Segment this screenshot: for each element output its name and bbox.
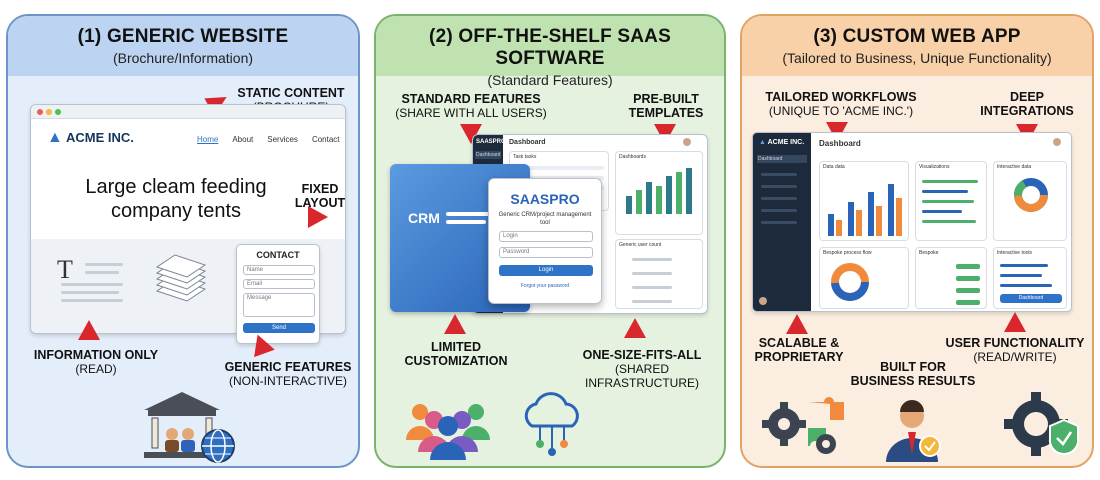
panel-subtitle: (Standard Features)	[487, 72, 613, 88]
label-standard-features: STANDARD FEATURES (SHARE WITH ALL USERS)	[395, 92, 547, 120]
interactive-tools-card: Interactive tools Dashboard	[993, 247, 1067, 309]
panel-title: (1) GENERIC WEBSITE	[77, 26, 289, 47]
login-username-field[interactable]: Login	[499, 231, 593, 242]
browser-bar	[31, 105, 345, 119]
data-card: Data data	[819, 161, 909, 241]
bar-chart-icon	[626, 168, 692, 214]
name-field[interactable]: Name	[243, 265, 315, 275]
login-title: SAASPRO	[510, 191, 580, 207]
arrow-one-size	[624, 318, 646, 338]
label-information-only: INFORMATION ONLY (READ)	[33, 348, 159, 376]
label-deep-integrations: DEEP INTEGRATIONS	[980, 90, 1074, 118]
login-modal: SAASPRO Generic CRM/project management t…	[488, 178, 602, 304]
panel-saas-software: (2) OFF-THE-SHELF SAAS SOFTWARE (Standar…	[374, 14, 726, 468]
bespoke-card: Bespoke	[915, 247, 987, 309]
process-flow-card: Bespoke process flow	[819, 247, 909, 309]
donut-chart-icon	[831, 263, 869, 301]
institution-globe-icon	[144, 392, 235, 463]
arrow-fixed	[308, 206, 328, 228]
label-tailored-workflows: TAILORED WORKFLOWS (UNIQUE TO 'ACME INC.…	[765, 90, 917, 118]
custom-brand: ▲ ACME INC.	[759, 139, 805, 146]
arrow-limited	[444, 314, 466, 334]
label-one-size: ONE-SIZE-FITS-ALL (SHARED INFRASTRUCTURE…	[582, 348, 702, 390]
contact-form: CONTACT Name Email Message Send	[236, 244, 320, 344]
label-prebuilt-templates: PRE-BUILT TEMPLATES	[628, 92, 704, 120]
label-scalable: SCALABLE & PROPRIETARY	[754, 336, 844, 364]
panel-generic-website: (1) GENERIC WEBSITE (Brochure/Informatio…	[6, 14, 360, 468]
login-button[interactable]: Login	[499, 265, 593, 276]
saas-header: Dashboard	[509, 139, 546, 146]
send-button[interactable]: Send	[243, 323, 315, 333]
gear-shield-icon	[1004, 392, 1080, 456]
nav-home[interactable]: Home	[197, 135, 219, 144]
panel-subtitle: (Brochure/Information)	[112, 50, 254, 66]
nav-about[interactable]: About	[232, 135, 254, 144]
text-icon: T	[57, 255, 73, 284]
crm-label: CRM	[408, 210, 440, 226]
forgot-password-link[interactable]: Forgot your password	[520, 283, 570, 289]
label-limited-customization: LIMITED CUSTOMIZATION	[404, 340, 508, 368]
nav-contact[interactable]: Contact	[311, 135, 340, 144]
donut-chart-icon	[1014, 178, 1048, 212]
bar-chart-icon	[828, 184, 902, 236]
custom-sidebar: ▲ ACME INC. Dashboard	[753, 133, 811, 311]
interactive-data-card: Interactive data	[993, 161, 1067, 241]
gears-puzzle-icon	[762, 397, 844, 454]
logo-icon: ▲	[759, 139, 766, 146]
saas-sidebar-item[interactable]: Dashboard	[475, 151, 501, 159]
nav-services[interactable]: Services	[267, 135, 298, 144]
user-group-icon	[406, 404, 490, 460]
login-subtitle: Generic CRM/project management tool	[498, 212, 592, 226]
contact-title: CONTACT	[256, 250, 300, 260]
avatar	[1053, 138, 1061, 146]
site-nav: Home About Services Contact	[197, 135, 340, 144]
site-logo: ▲ ACME INC.	[47, 129, 134, 146]
panel-header: (3) CUSTOM WEB APP (Tailored to Business…	[742, 16, 1092, 76]
avatar	[683, 138, 691, 146]
panel-subtitle: (Tailored to Business, Unique Functional…	[782, 50, 1052, 66]
dashboard-button[interactable]: Dashboard	[1000, 294, 1062, 303]
panel-header: (2) OFF-THE-SHELF SAAS SOFTWARE (Standar…	[376, 16, 724, 88]
document-stack-icon	[155, 254, 207, 302]
email-field[interactable]: Email	[243, 279, 315, 289]
message-field[interactable]: Message	[243, 293, 315, 317]
logo-icon: ▲	[47, 129, 63, 146]
avatar	[759, 297, 767, 305]
businessman-badge-icon	[886, 400, 941, 462]
custom-header: Dashboard	[819, 139, 861, 148]
label-fixed-layout: FIXED LAYOUT	[294, 182, 346, 210]
custom-dashboard-window: ▲ ACME INC. Dashboard Dashboard Data dat…	[752, 132, 1072, 312]
label-generic-features: GENERIC FEATURES (NON-INTERACTIVE)	[224, 360, 352, 388]
login-password-field[interactable]: Password	[499, 247, 593, 258]
panel-title: (2) OFF-THE-SHELF SAAS SOFTWARE	[429, 26, 671, 69]
cloud-network-icon	[524, 392, 579, 456]
custom-sidebar-item[interactable]: Dashboard	[757, 155, 807, 163]
panel-title: (3) CUSTOM WEB APP	[813, 26, 1021, 47]
arrow-scalable	[786, 314, 808, 334]
label-user-functionality: USER FUNCTIONALITY (READ/WRITE)	[945, 336, 1085, 364]
label-built-for-results: BUILT FOR BUSINESS RESULTS	[850, 360, 976, 388]
arrow-info	[78, 320, 100, 340]
visualizations-card: Visualizations	[915, 161, 987, 241]
panel-header: (1) GENERIC WEBSITE (Brochure/Informatio…	[8, 16, 358, 76]
user-count-card: Generic user count	[615, 239, 703, 309]
chart-card: Dashboards	[615, 151, 703, 235]
saas-brand: SAASPRO	[476, 139, 506, 145]
panel-custom-web-app: (3) CUSTOM WEB APP (Tailored to Business…	[740, 14, 1094, 468]
hero-headline: Large cleam feeding company tents	[85, 176, 267, 222]
arrow-user-func	[1004, 312, 1026, 332]
